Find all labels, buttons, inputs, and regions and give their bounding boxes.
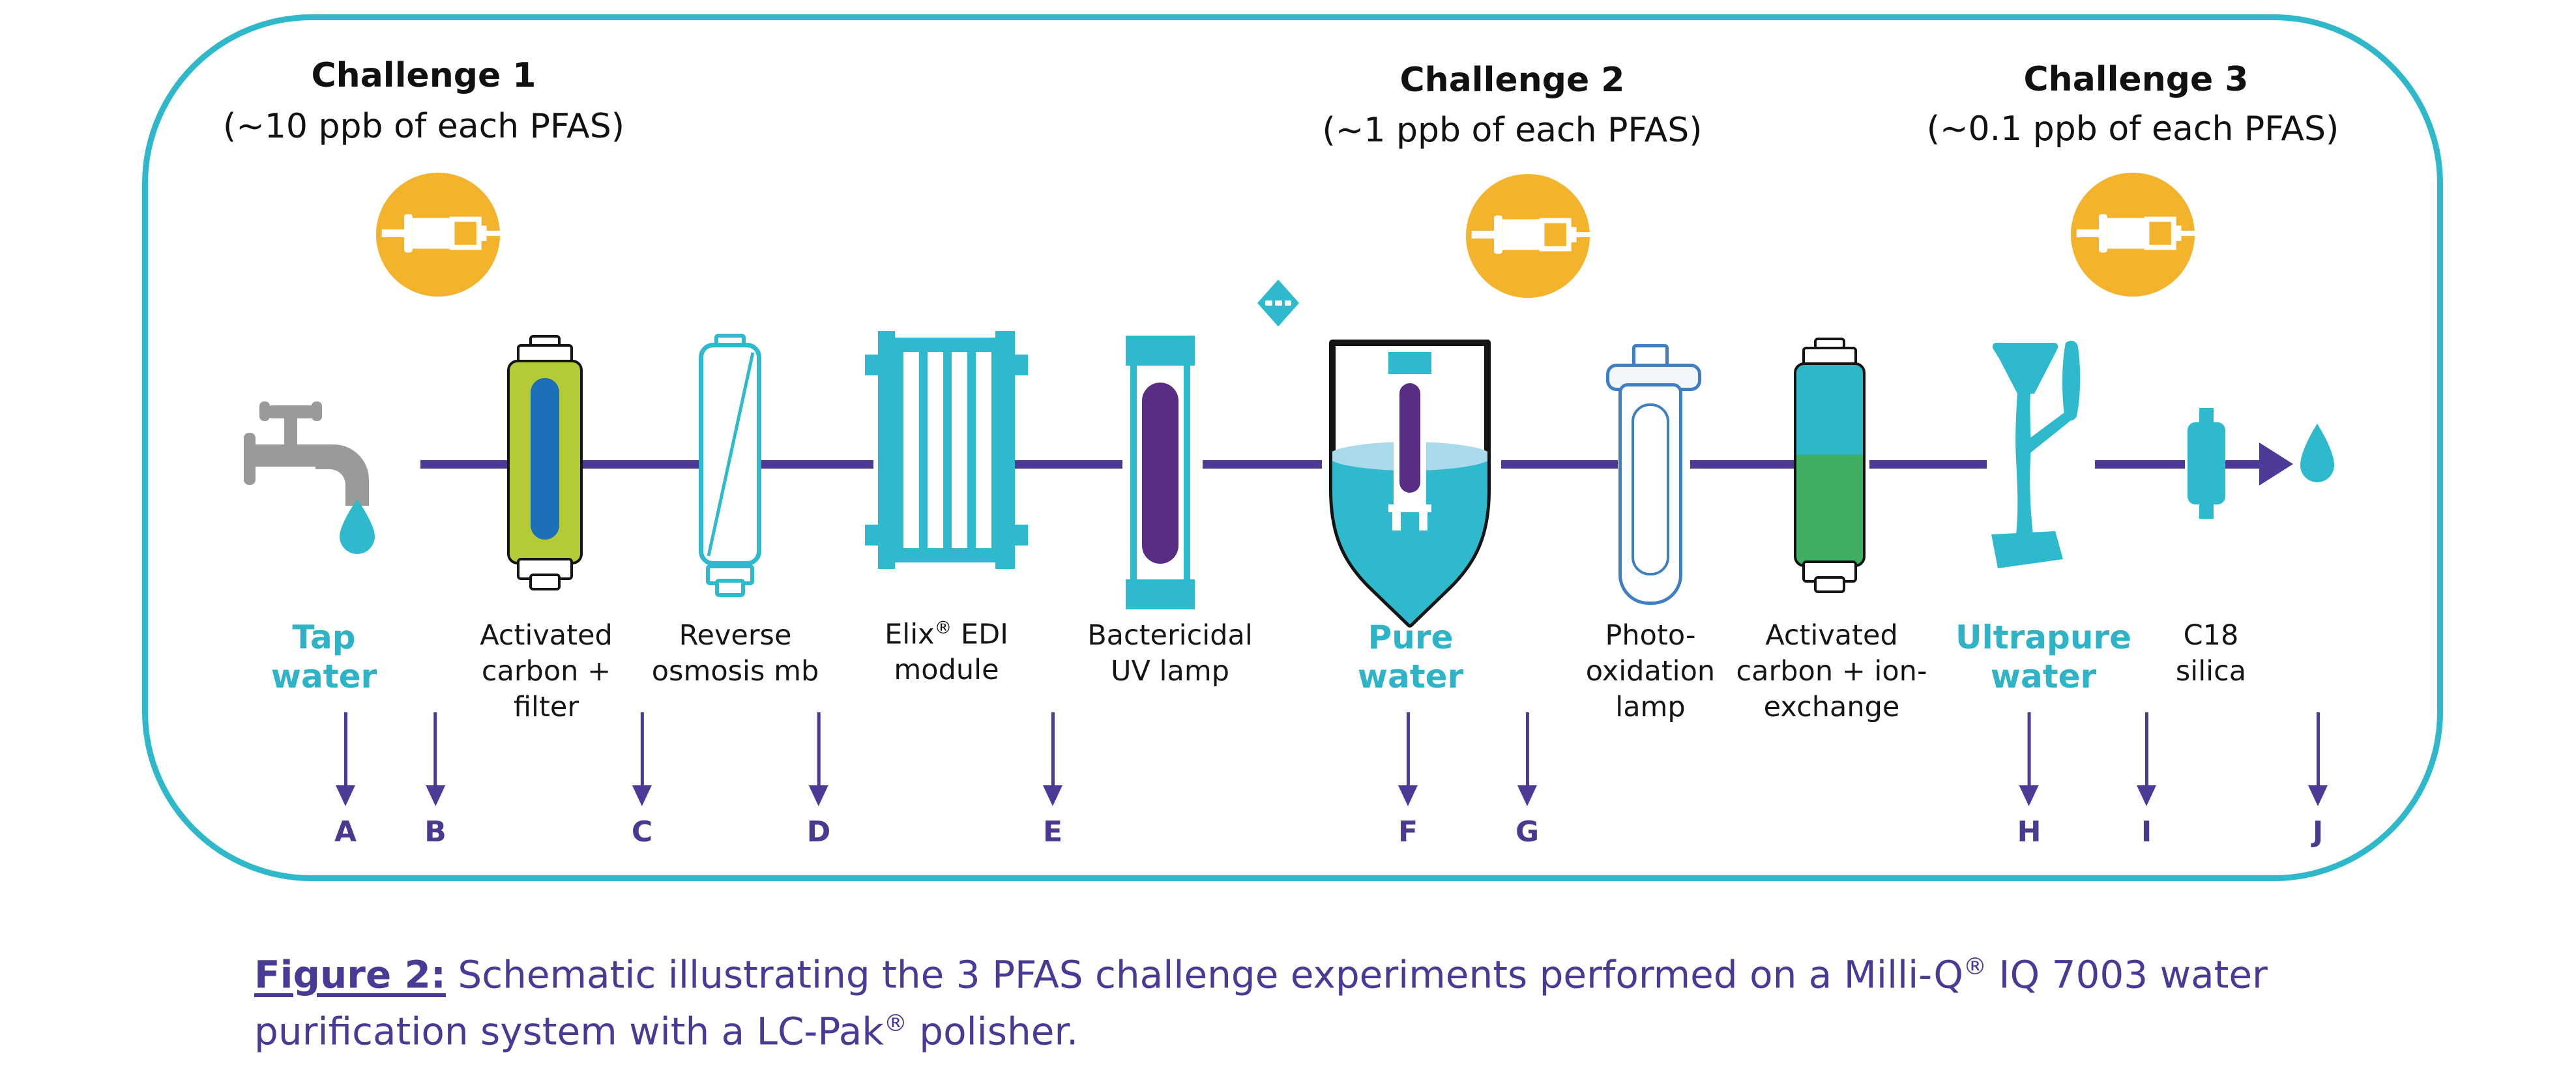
challenge-2-subtitle: (~1 ppb of each PFAS) <box>1322 111 1703 150</box>
sample-letter: J <box>2312 815 2324 849</box>
sample-arrow-icon <box>2027 712 2031 785</box>
flow-line-segment <box>1203 460 1322 469</box>
faucet-icon <box>242 390 399 572</box>
flow-line-segment <box>1690 460 1794 469</box>
syringe-icon <box>1464 172 1592 300</box>
uv-rod <box>1142 383 1178 564</box>
sample-arrow-icon <box>2316 712 2320 785</box>
sample-letter: B <box>424 815 446 849</box>
syringe-icon <box>374 171 502 298</box>
sample-point: J <box>2308 712 2328 849</box>
border-frame <box>142 14 2443 881</box>
sample-point: D <box>806 712 831 849</box>
flow-line-segment <box>1501 460 1618 469</box>
sample-arrow-icon <box>1051 712 1055 785</box>
sample-arrow-icon <box>433 712 437 785</box>
caption-figure-label: Figure 2: <box>254 952 446 997</box>
sample-point: C <box>632 712 652 849</box>
sample-point: F <box>1398 712 1418 849</box>
caption-line-1: Figure 2: Schematic illustrating the 3 P… <box>254 952 2268 997</box>
challenge-3-title: Challenge 3 <box>2023 60 2249 99</box>
sample-point: G <box>1515 712 1539 849</box>
carbon-filter-cartridge-icon <box>507 335 583 590</box>
sample-letter: G <box>1515 815 1540 849</box>
caption-line-2: purification system with a LC-Pak® polis… <box>254 1009 1079 1054</box>
challenge-1-subtitle: (~10 ppb of each PFAS) <box>222 107 625 146</box>
flow-line-segment <box>582 460 703 469</box>
sample-arrow-icon <box>817 712 821 785</box>
sample-letter: H <box>2017 815 2042 849</box>
flow-arrow-icon <box>2259 443 2293 486</box>
sample-arrow-icon <box>1406 712 1410 785</box>
sample-arrow-icon <box>640 712 644 785</box>
edi-module-icon <box>865 331 1028 569</box>
sample-letter: C <box>631 815 653 849</box>
c18-column-icon <box>2188 408 2225 519</box>
syringe-icon <box>2069 171 2197 298</box>
sample-point: I <box>2137 712 2156 849</box>
uv-lamp-icon <box>1126 336 1195 609</box>
label-edi-module: Elix® EDI module <box>885 618 1008 687</box>
sample-letter: E <box>1042 815 1063 849</box>
sample-arrow-icon <box>2144 712 2148 785</box>
challenge-1-title: Challenge 1 <box>311 56 536 95</box>
flow-line-segment <box>1012 460 1122 469</box>
sample-letter: I <box>2141 815 2152 849</box>
sample-point: E <box>1043 712 1062 849</box>
photo-oxidation-lamp-icon <box>1606 344 1701 606</box>
ion-exchange-cartridge-icon <box>1794 338 1866 593</box>
sample-point: A <box>334 712 357 849</box>
sample-arrow-icon <box>1525 712 1529 785</box>
sample-letter: A <box>334 815 357 849</box>
flow-line-segment <box>2224 460 2264 469</box>
water-droplet-icon <box>340 499 375 554</box>
pure-water-tank-icon <box>1323 334 1497 643</box>
water-dispenser-icon <box>1985 339 2089 570</box>
sample-letter: F <box>1398 815 1418 849</box>
challenge-2-title: Challenge 2 <box>1399 61 1625 100</box>
flow-line-segment <box>761 460 873 469</box>
water-droplet-icon <box>2297 422 2337 485</box>
sample-point: H <box>2017 712 2042 849</box>
flow-line-segment <box>2095 460 2185 469</box>
sample-letter: D <box>806 815 831 849</box>
sample-arrow-icon <box>344 712 347 785</box>
reverse-osmosis-cartridge-icon <box>699 334 761 597</box>
figure-caption: Figure 2: Schematic illustrating the 3 P… <box>254 942 2549 1056</box>
sample-point: B <box>424 712 446 849</box>
sensor-diamond-icon <box>1257 279 1300 327</box>
challenge-3-subtitle: (~0.1 ppb of each PFAS) <box>1926 109 2339 149</box>
flow-line-segment <box>1869 460 1987 469</box>
flow-line-segment <box>420 460 507 469</box>
